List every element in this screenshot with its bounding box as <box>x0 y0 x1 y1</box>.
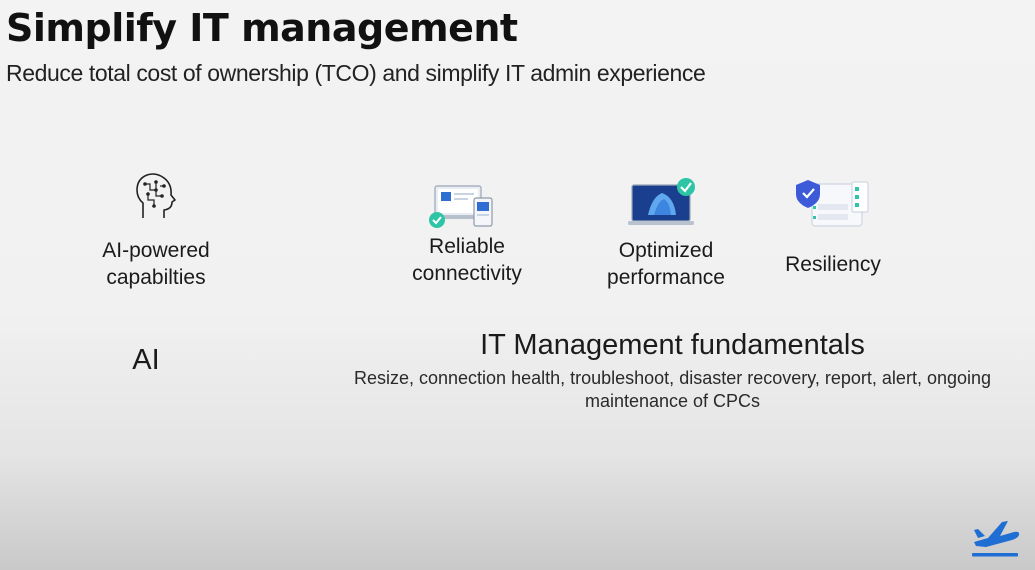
capability-label-line: capabilties <box>106 266 206 289</box>
page-title: Simplify IT management <box>6 6 518 50</box>
brain-head-icon <box>136 173 176 218</box>
capability-label-ai-powered: AI-powered capabilties <box>86 237 226 291</box>
capability-label-line: connectivity <box>412 262 522 285</box>
description-line: maintenance of CPCs <box>584 391 761 411</box>
capability-label-reliable-connectivity: Reliable connectivity <box>396 233 538 287</box>
description-line: Resize, connection health, troubleshoot,… <box>353 368 992 388</box>
page-subtitle: Reduce total cost of ownership (TCO) and… <box>6 60 706 86</box>
section-title-it-fundamentals: IT Management fundamentals <box>480 329 865 361</box>
section-description-it-fundamentals: Resize, connection health, troubleshoot,… <box>330 367 1015 413</box>
capability-label-line: Reliable <box>429 235 505 258</box>
laptop-check-icon <box>628 178 695 225</box>
capability-label-optimized-performance: Optimized performance <box>592 237 740 291</box>
shield-list-icon <box>796 180 869 227</box>
airplane-logo-icon <box>972 521 1020 557</box>
capability-label-line: performance <box>607 266 725 289</box>
capability-label-line: Resiliency <box>785 253 881 276</box>
devices-connectivity-icon <box>429 185 493 228</box>
capability-label-line: Optimized <box>618 239 714 262</box>
capability-label-resiliency: Resiliency <box>774 251 892 278</box>
section-label-ai: AI <box>132 344 160 376</box>
capability-label-line: AI-powered <box>102 239 210 262</box>
